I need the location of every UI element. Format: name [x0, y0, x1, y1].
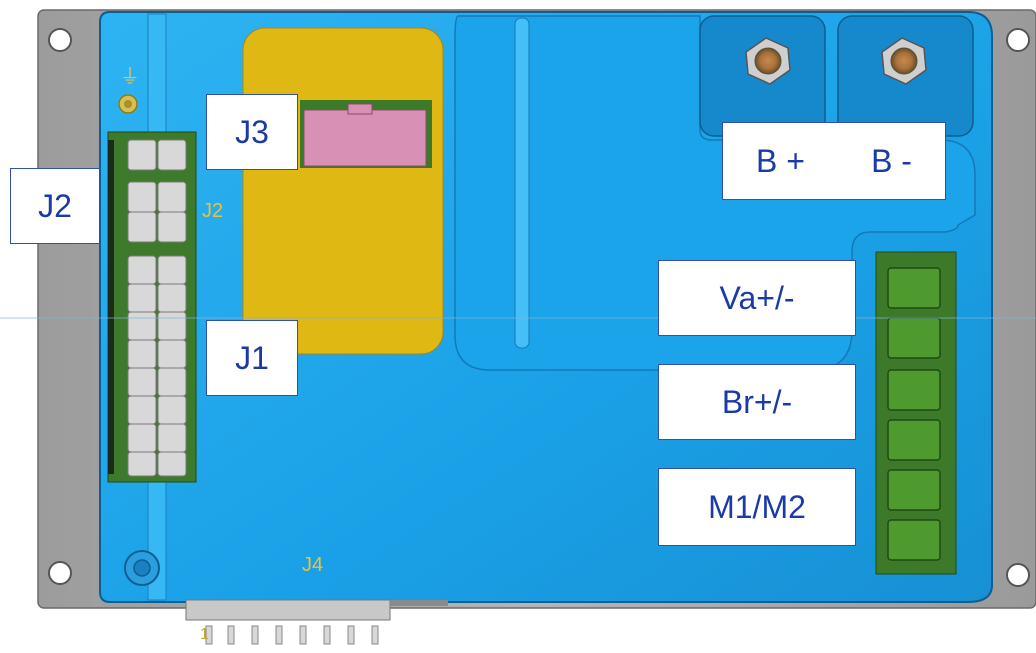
bottom-left-screw-inner [133, 559, 151, 577]
terminal-block-pins [887, 267, 941, 561]
ground-screw-center [124, 100, 132, 108]
silkscreen-j4: J4 [302, 554, 324, 576]
housing-ridge [514, 17, 530, 349]
j4-pins [205, 625, 379, 645]
label-j3: J3 [206, 94, 298, 170]
label-b-minus: B - [871, 142, 912, 179]
j3-header-body [303, 109, 427, 167]
mounting-hole-bottom-right [1006, 563, 1030, 587]
j3-header-tab [347, 103, 373, 115]
label-b-plus-b-minus: B + B - [722, 122, 946, 200]
j4-edge-bar [390, 600, 448, 606]
mounting-hole-top-right [1006, 28, 1030, 52]
b-minus-stud [890, 47, 918, 75]
label-j1: J1 [206, 320, 298, 396]
silkscreen-j2: J2 [202, 200, 224, 222]
b-plus-stud [754, 47, 782, 75]
label-b-plus: B + [756, 142, 805, 179]
ground-symbol-icon: ⏚ [120, 66, 140, 88]
connector-pins [127, 139, 187, 477]
label-m1m2: M1/M2 [658, 468, 856, 546]
mounting-hole-top-left [48, 28, 72, 52]
silkscreen-j4-pin1: 1 [200, 626, 209, 643]
label-j2: J2 [10, 168, 100, 244]
mounting-hole-bottom-left [48, 561, 72, 585]
label-br: Br+/- [658, 364, 856, 440]
yellow-component [242, 27, 444, 355]
label-va: Va+/- [658, 260, 856, 336]
j4-connector-body [185, 599, 391, 621]
connector-strip-edge [108, 140, 114, 474]
